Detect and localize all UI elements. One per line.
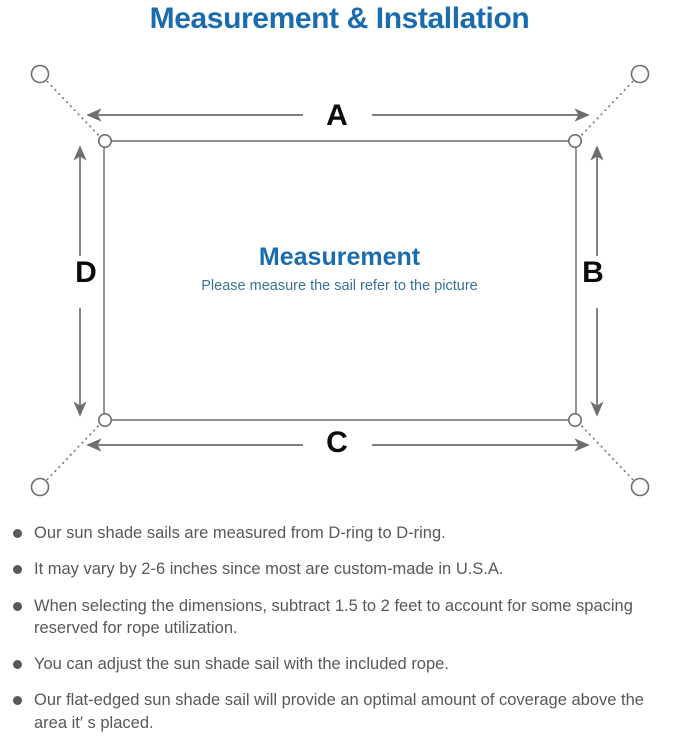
sail-sublabel: Please measure the sail refer to the pic… [201, 278, 478, 294]
notes-list: Our sun shade sails are measured from D-… [0, 522, 679, 748]
d-rings [98, 134, 582, 427]
bullet-icon [13, 565, 22, 575]
sail-label: Measurement [258, 243, 421, 271]
diagram-svg [30, 64, 650, 497]
bullet-icon [13, 601, 22, 611]
anchor-point-bottom-right [630, 477, 650, 497]
dimension-label-a: A [326, 99, 348, 132]
dimension-arrows [73, 108, 604, 452]
dimension-label-d: D [75, 256, 97, 289]
bullet-icon [13, 696, 22, 706]
bullet-icon [13, 660, 22, 670]
dimension-label-c: C [326, 426, 348, 459]
rope-line-top-right [575, 76, 638, 142]
anchor-point-bottom-left [30, 477, 50, 497]
note-text: Our sun shade sails are measured from D-… [34, 524, 446, 542]
dimension-label-b: B [582, 256, 604, 289]
note-text: You can adjust the sun shade sail with t… [34, 655, 449, 674]
d-ring-bottom-left [98, 412, 113, 427]
rope-line-bottom-left [42, 419, 105, 485]
list-item: It may vary by 2-6 inches since most are… [0, 558, 679, 580]
d-ring-top-right [567, 134, 582, 149]
rope-lines [42, 76, 638, 485]
anchor-points [30, 64, 650, 497]
measurement-diagram: Measurement Please measure the sail refe… [0, 46, 679, 516]
note-text: Our flat-edged sun shade sail will provi… [34, 691, 644, 732]
list-item: When selecting the dimensions, subtract … [0, 595, 679, 640]
bullet-icon [13, 529, 22, 538]
d-ring-bottom-right [567, 412, 582, 427]
list-item: Our sun shade sails are measured from D-… [0, 522, 679, 544]
anchor-point-top-right [630, 64, 650, 84]
list-item: You can adjust the sun shade sail with t… [0, 653, 679, 675]
note-text: It may vary by 2-6 inches since most are… [34, 560, 504, 579]
page-title: Measurement & Installation [149, 2, 530, 35]
note-text: When selecting the dimensions, subtract … [34, 596, 633, 637]
rope-line-bottom-right [575, 419, 638, 485]
sail-outline [103, 140, 577, 421]
list-item: Our flat-edged sun shade sail will provi… [0, 689, 679, 734]
rope-line-top-left [42, 76, 105, 142]
d-ring-top-left [98, 134, 113, 149]
anchor-point-top-left [30, 64, 50, 84]
